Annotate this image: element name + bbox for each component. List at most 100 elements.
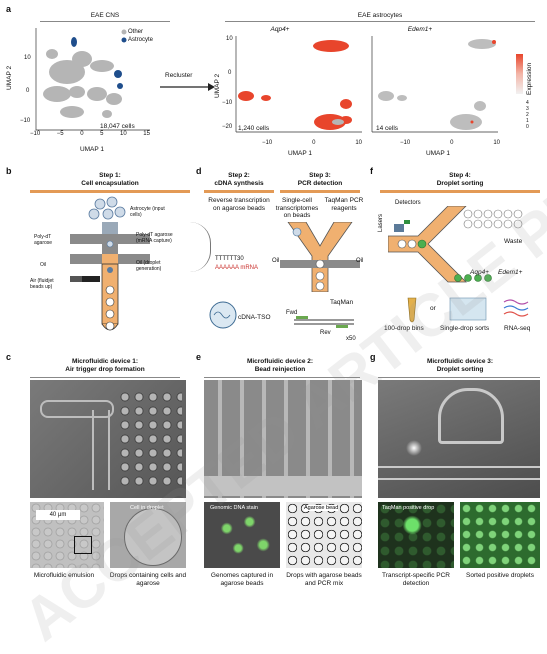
x50-label: x50 xyxy=(346,336,356,342)
cell-in-droplet-circle xyxy=(124,508,182,566)
cdna-bead xyxy=(209,301,237,329)
legend-other-label: Other xyxy=(128,29,144,35)
panel-g-label: g xyxy=(370,352,376,362)
umap-aqp4 xyxy=(235,36,362,133)
mid-x-ticks: −10 0 10 xyxy=(262,140,362,146)
device3-rule xyxy=(378,377,540,378)
device3-channel xyxy=(378,466,540,480)
device2-bottom-channel xyxy=(204,476,362,496)
xtick: 10 xyxy=(120,131,127,137)
device1-micrograph xyxy=(30,380,186,498)
panel-a-left-rule xyxy=(40,21,170,22)
genomic-label: Genomic DNA stain xyxy=(210,505,258,511)
device2-line1: Microfluidic device 2: xyxy=(246,358,314,365)
rnaseq-label: RNA-seq xyxy=(504,325,531,332)
mid-umap1-label: UMAP 1 xyxy=(287,150,313,157)
panel-a-right-rule xyxy=(225,21,535,22)
legend-other-dot xyxy=(121,29,127,35)
expr-tick: 2 xyxy=(526,112,529,118)
fwd-label: Fwd xyxy=(286,310,298,316)
panel-b-label: b xyxy=(6,166,12,176)
mid-umap2-label: UMAP 2 xyxy=(214,73,221,98)
expr-tick: 3 xyxy=(526,106,529,112)
drops-caption: Drops containing cells and agarose xyxy=(109,572,187,587)
right-x-ticks: −10 0 10 xyxy=(400,140,500,146)
umap-edem1 xyxy=(371,36,498,133)
step2-line2: cDNA synthesis xyxy=(214,179,264,187)
left-cell-count: 18,047 cells xyxy=(100,123,135,130)
step3-title: Step 3: PCR detection xyxy=(280,172,360,187)
device2-line2: Bead reinjection xyxy=(254,365,306,373)
xtick: −10 xyxy=(262,140,273,146)
taqpos-label: TaqMan positive drop xyxy=(382,505,435,511)
agarose-label: Agarose bead xyxy=(304,505,339,511)
umap-aqp4-title: Aqp4+ xyxy=(270,26,290,33)
edem1-sort-label: Edem1+ xyxy=(498,269,523,276)
xtick: 10 xyxy=(355,140,362,146)
legend-astrocyte-dot xyxy=(121,37,127,43)
device1-line1: Microfluidic device 1: xyxy=(71,358,139,365)
panel-a-label: a xyxy=(6,4,12,14)
xtick: 0 xyxy=(312,140,316,146)
reverse-transcription: Reverse transcription on agarose beads xyxy=(208,197,270,212)
oligo-tttt: TTTTTT30 xyxy=(215,256,244,262)
expression-label: Expression xyxy=(526,62,533,95)
umap-eae-cns xyxy=(35,28,150,131)
xtick: 15 xyxy=(143,131,150,137)
ytick: 10 xyxy=(226,36,233,42)
step2-title: Step 2: cDNA synthesis xyxy=(204,172,274,187)
expr-tick: 1 xyxy=(526,118,529,124)
genomes-caption: Genomes captured in agarose beads xyxy=(210,572,274,587)
bins-label: 100-drop bins xyxy=(384,325,424,332)
genome-fluorescence: Genomic DNA stain xyxy=(204,502,280,568)
step4-bar xyxy=(380,190,540,193)
xtick: 0 xyxy=(450,140,454,146)
device1-channel-v xyxy=(92,410,110,490)
xtick: 5 xyxy=(100,131,104,137)
cdna-tso-label: cDNA-TSO xyxy=(238,314,271,321)
device3-flash xyxy=(406,440,422,456)
expr-tick: 4 xyxy=(526,100,529,106)
panel-c-label: c xyxy=(6,352,12,362)
cell-in-droplet-label: Cell in droplet xyxy=(130,505,164,511)
left-umap1-label: UMAP 1 xyxy=(79,146,105,153)
agarose-beads: Agarose bead xyxy=(286,502,362,568)
step2-bar xyxy=(204,190,274,193)
device3-title: Microfluidic device 3: Droplet sorting xyxy=(380,358,540,373)
expression-colorbar xyxy=(516,54,523,94)
device1-rule xyxy=(30,377,180,378)
step3-line1: Step 3: xyxy=(309,172,331,179)
oil-left-label: Oil xyxy=(40,262,47,268)
sorted-caption: Sorted positive droplets xyxy=(466,572,534,579)
taqman-label: TaqMan xyxy=(330,299,354,306)
taqman-reagents-label: TaqMan PCR reagents xyxy=(324,197,364,212)
oligo-aaaa: AAAAAA mRNA xyxy=(215,265,259,271)
emulsion-caption: Microfluidic emulsion xyxy=(33,572,95,579)
step4-line1: Step 4: xyxy=(449,172,471,179)
sorts-label: Single-drop sorts xyxy=(440,325,490,332)
oil-d-right: Oil xyxy=(356,258,364,264)
step2-line1: Step 2: xyxy=(228,172,250,179)
step4-line2: Droplet sorting xyxy=(436,179,484,187)
xtick: −10 xyxy=(400,140,411,146)
step1-line1: Step 1: xyxy=(99,172,121,179)
or-label: or xyxy=(430,305,436,312)
xtick: 10 xyxy=(493,140,500,146)
polydt-left-label: Poly-dT agarose xyxy=(34,234,53,246)
device1-droplets xyxy=(118,390,182,490)
device1-channel xyxy=(40,400,114,418)
ytick: −10 xyxy=(20,118,31,124)
right-umap1-label: UMAP 1 xyxy=(425,150,451,157)
panel-d-label: d xyxy=(196,166,202,176)
step3-bar xyxy=(280,190,360,193)
pcr-detection-image: TaqMan positive drop xyxy=(378,502,454,568)
device3-micrograph xyxy=(378,380,540,498)
device2-title: Microfluidic device 2: Bead reinjection xyxy=(200,358,360,373)
umap-edem1-title: Edem1+ xyxy=(407,26,433,33)
step4-title: Step 4: Droplet sorting xyxy=(400,172,520,187)
detectors-label: Detectors xyxy=(395,200,421,206)
panel-a-right-title: EAE astrocytes xyxy=(357,12,403,19)
device3-line1: Microfluidic device 3: xyxy=(426,358,494,365)
ytick: −10 xyxy=(222,100,233,106)
left-umap2-label: UMAP 2 xyxy=(6,65,13,90)
